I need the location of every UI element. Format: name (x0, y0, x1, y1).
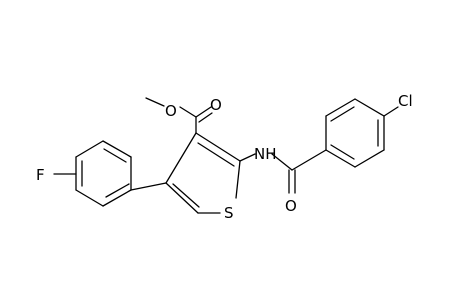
bond-cp-6 (325, 149, 356, 168)
bond-c2-n (239, 153, 256, 162)
bond-c3-c2 (195, 132, 241, 162)
bond-c4-c5 (165, 182, 199, 214)
chlorophenyl-ring (325, 98, 399, 168)
bond-carbonyl-o-double-1 (195, 106, 212, 118)
bond-cp-6-inner (330, 144, 355, 160)
amide-group (239, 149, 327, 194)
atom-label-o-amide: O (285, 197, 297, 215)
bond-c4-c5-inner (172, 183, 200, 208)
bond-s-c2 (235, 160, 241, 199)
bond-cp-5 (354, 149, 385, 168)
bond-cp-cl (383, 106, 399, 117)
thiophene-ring (165, 132, 241, 214)
bond-fp-4 (75, 140, 104, 158)
atom-label-s: S (224, 204, 234, 222)
bond-c3-c2-inner (197, 142, 235, 167)
atom-label-cl: Cl (398, 92, 413, 110)
atom-label-o-carbonyl: O (210, 96, 222, 114)
atom-label-f: F (36, 166, 45, 184)
bond-camide-ring (291, 149, 327, 171)
bond-cp-3 (354, 98, 385, 117)
bond-cp-2 (325, 98, 356, 117)
bond-fp-link (130, 182, 167, 191)
atom-label-o-ether: O (165, 102, 177, 120)
bond-cp-2-inner (330, 106, 355, 122)
bond-fp-5 (102, 140, 132, 158)
bond-o-methyl (145, 97, 165, 107)
atom-label-nh: NH (254, 145, 277, 163)
methyl-ester-group (145, 97, 213, 134)
bond-fp-1-inner (105, 183, 130, 198)
fluorophenyl-ring (53, 140, 167, 207)
bond-fp-5-inner (103, 148, 127, 163)
bond-carbonyl-o-single (179, 106, 197, 118)
bond-c3-c4 (165, 132, 197, 184)
bond-fp-1 (102, 189, 132, 207)
bond-fp-2 (75, 189, 104, 207)
bond-n-camide (271, 153, 293, 171)
bond-carbonyl-o-double-2 (198, 112, 213, 123)
